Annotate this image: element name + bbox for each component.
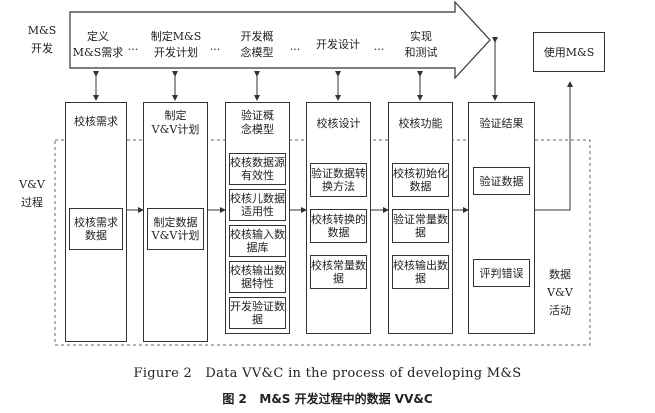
ms-label-bottom: 开发 (31, 42, 53, 55)
column-title: 校核需求 (74, 115, 118, 128)
vv-column-verify-design: 校核设计 验证数据转换方法 校核转换的数据 校核常量数据 (306, 102, 371, 334)
data-vv-label-line3: 活动 (549, 304, 571, 317)
column-title-line1: 制定 (164, 109, 187, 122)
data-vv-label-line1: 数据 (549, 268, 571, 281)
ms-step-implement-line2: 和测试 (404, 46, 438, 59)
vv-process-region (54, 139, 591, 346)
ms-step-define-line1: 定义 (87, 30, 109, 43)
vv-item: 校核输出数据特性 (229, 261, 286, 293)
ms-development-arrow (69, 0, 491, 80)
vv-item: 校核转换的数据 (310, 209, 367, 243)
column-title-line1: 验证概 (241, 109, 274, 122)
vv-item: 验证数据转换方法 (310, 163, 367, 197)
vv-item: 验证常量数据 (392, 209, 449, 243)
data-vv-label-line2: V&V (547, 286, 573, 299)
vv-item: 校核常量数据 (310, 255, 367, 289)
ms-dots-4: ... (373, 40, 385, 53)
ms-step-plan-line1: 制定M&S (150, 30, 202, 43)
vv-column-verify-function: 校核功能 校核初始化数据 验证常量数据 校核输出数据 (388, 102, 453, 334)
ms-dots-1: ... (127, 40, 139, 53)
vv-item: 评判错误 (473, 259, 530, 287)
vv-item: 验证数据 (473, 167, 530, 195)
vv-item: 校核输出数据 (392, 255, 449, 289)
column-title: 校核功能 (398, 117, 443, 130)
column-title: 校核设计 (316, 117, 361, 130)
ms-step-plan-line2: 开发计划 (154, 46, 198, 59)
vv-item: 校核数据源有效性 (229, 153, 286, 185)
vv-column-plan: 制定 V&V计划 制定数据V&V计划 (143, 102, 208, 342)
figure-caption-en: Figure 2 Data VV&C in the process of dev… (133, 366, 522, 381)
vv-item: 校核儿数据适用性 (229, 189, 286, 221)
ms-step-implement-line1: 实现 (410, 30, 432, 43)
vv-column-validate-results: 验证结果 验证数据 评判错误 (468, 102, 535, 334)
column-title: 验证结果 (479, 117, 524, 130)
ms-step-define-line2: M&S需求 (72, 46, 124, 59)
figure-caption-zh: 图 2 M&S 开发过程中的数据 VV&C (222, 392, 433, 406)
ms-label-top: M&S (27, 24, 57, 37)
vv-label-bottom: 过程 (21, 196, 43, 209)
column-title-line2: 念模型 (241, 123, 274, 136)
vv-item: 校核输入数据库 (229, 225, 286, 257)
vv-item: 制定数据V&V计划 (147, 208, 204, 250)
ms-dots-2: ... (209, 40, 221, 53)
vv-column-verify-requirements: 校核需求 校核需求数据 (65, 102, 127, 342)
vv-item: 校核需求数据 (69, 208, 123, 250)
column-title-line2: V&V计划 (151, 123, 200, 136)
ms-step-design-line1: 开发设计 (316, 38, 360, 51)
ms-step-concept-line2: 念模型 (240, 46, 274, 59)
vv-item: 开发验证数据 (229, 297, 286, 329)
vv-label-top: V&V (19, 178, 45, 191)
vv-column-validate-concept: 验证概 念模型 校核数据源有效性 校核儿数据适用性 校核输入数据库 校核输出数据… (225, 102, 290, 334)
ms-step-concept-line1: 开发概 (240, 30, 274, 43)
vv-item: 校核初始化数据 (392, 163, 449, 197)
use-ms-box: 使用M&S (533, 32, 605, 72)
ms-dots-3: ... (289, 40, 301, 53)
